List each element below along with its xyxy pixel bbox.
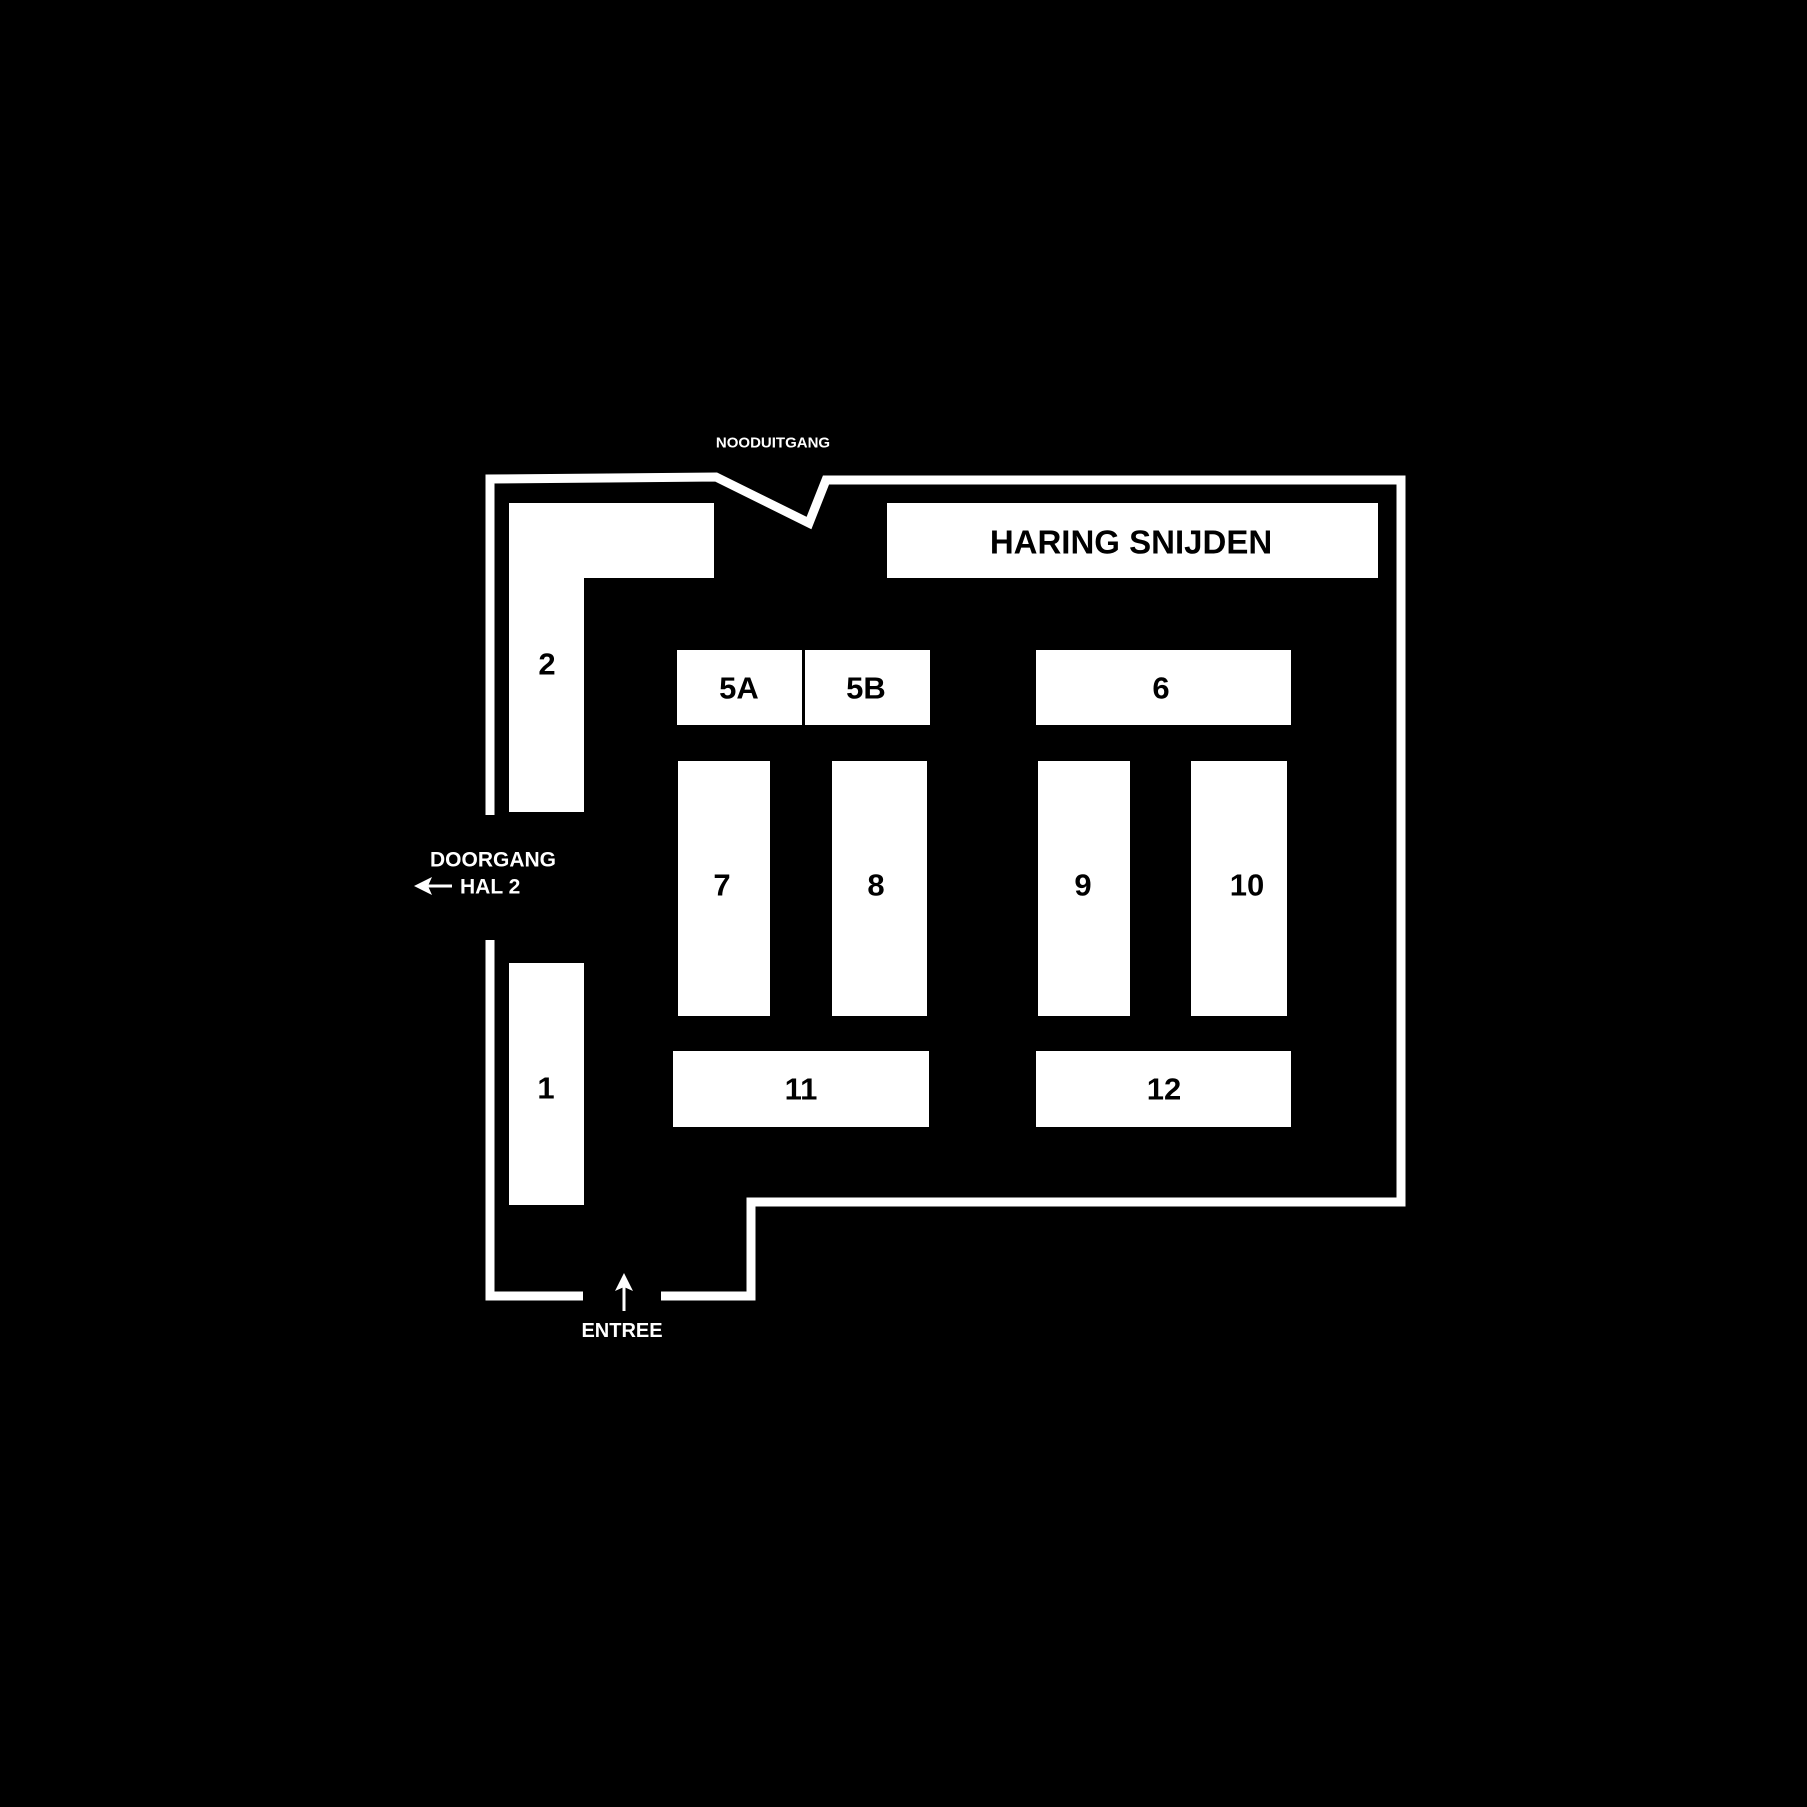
label-stand-12: 12 <box>1147 1072 1181 1107</box>
stand-6 <box>1036 650 1291 725</box>
stand-12 <box>1036 1051 1291 1127</box>
map-annotations: NOODUITGANG DOORGANG HAL 2 ENTREE <box>414 435 830 1342</box>
stand-10 <box>1191 761 1287 1016</box>
arrow-left-icon <box>414 877 452 895</box>
stand-8 <box>832 761 927 1016</box>
stand-7 <box>678 761 770 1016</box>
stand-1 <box>509 963 584 1205</box>
label-stand-2: 2 <box>538 647 555 682</box>
passage-label-line1: DOORGANG <box>430 849 556 872</box>
stand-5a <box>677 650 802 725</box>
stand-2-shape <box>509 503 714 812</box>
label-stand-1: 1 <box>537 1071 554 1106</box>
label-stand-11: 11 <box>785 1072 818 1107</box>
label-stand-10: 10 <box>1230 868 1264 903</box>
label-haring-snijden: HARING SNIJDEN <box>990 524 1272 561</box>
stand-9 <box>1038 761 1130 1016</box>
wall-lower-left <box>485 940 583 1301</box>
hall-walls <box>485 472 1406 1301</box>
emergency-exit-label: NOODUITGANG <box>716 435 830 452</box>
entrance-label: ENTREE <box>581 1320 662 1342</box>
stand-labels: HARING SNIJDEN 2 5A 5B 6 7 8 9 10 1 11 1… <box>537 524 1272 1107</box>
stand-5b <box>805 650 930 725</box>
label-stand-5b: 5B <box>846 671 886 706</box>
label-stand-7: 7 <box>713 868 730 903</box>
stands <box>509 503 1378 1205</box>
label-stand-9: 9 <box>1074 868 1091 903</box>
stand-11 <box>673 1051 929 1127</box>
arrow-up-icon <box>615 1273 633 1311</box>
label-stand-6: 6 <box>1152 671 1169 706</box>
label-stand-8: 8 <box>867 868 884 903</box>
label-stand-5a: 5A <box>719 671 759 706</box>
wall-main <box>485 472 1406 1301</box>
passage-label-line2: HAL 2 <box>460 876 520 899</box>
stand-haring-snijden <box>887 503 1378 578</box>
